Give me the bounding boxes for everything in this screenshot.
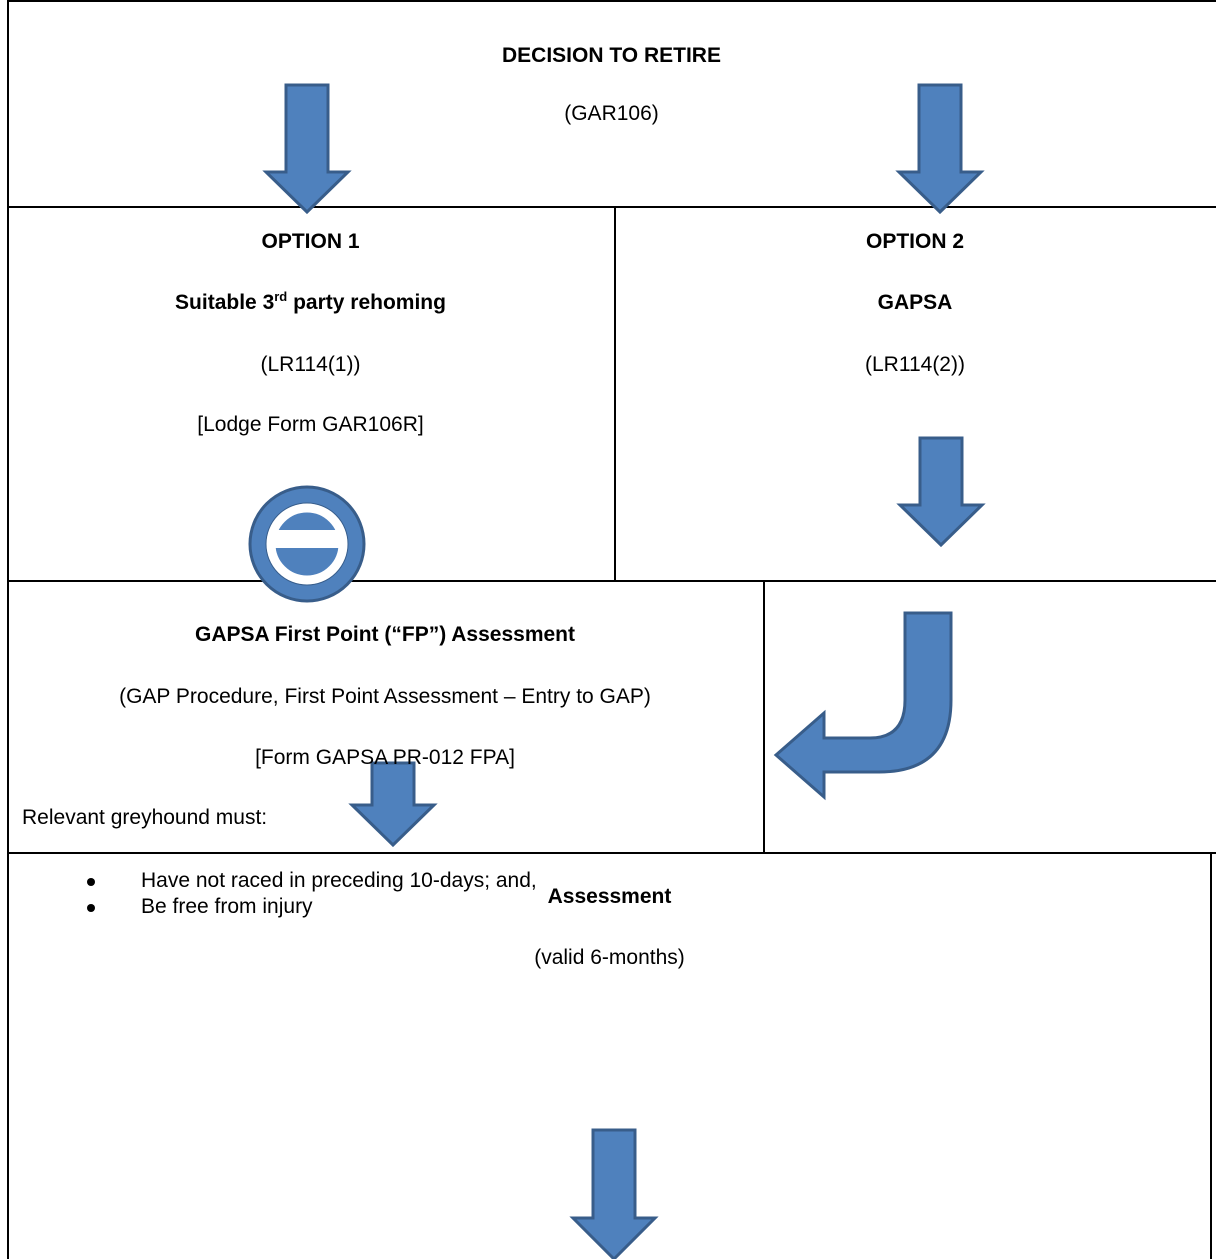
border-row3 bbox=[7, 852, 1216, 854]
fp-form: [Form GAPSA PR-012 FPA] bbox=[255, 746, 515, 769]
assessment-title: Assessment bbox=[547, 885, 672, 908]
option1-form: [Lodge Form GAR106R] bbox=[197, 413, 424, 436]
fp-bullet-list: Have not raced in preceding 10-days; and… bbox=[87, 868, 537, 920]
border-option-divider bbox=[614, 206, 616, 582]
border-top bbox=[7, 0, 1216, 2]
border-fp-divider bbox=[763, 580, 765, 854]
fp-title: GAPSA First Point (“FP”) Assessment bbox=[194, 623, 575, 646]
arrow-down-assessment-icon bbox=[569, 1128, 659, 1259]
arrow-down-left-icon bbox=[262, 83, 352, 215]
border-left bbox=[7, 0, 9, 1259]
fp-intro: Relevant greyhound must: bbox=[22, 806, 268, 829]
arrow-turn-left-icon bbox=[773, 611, 953, 801]
border-row1 bbox=[7, 206, 1216, 208]
border-row2 bbox=[7, 580, 1216, 582]
assessment-validity: (valid 6-months) bbox=[534, 946, 685, 969]
arrow-down-right-icon bbox=[895, 83, 985, 215]
option1-heading: OPTION 1 bbox=[261, 230, 360, 253]
option2-title: GAPSA bbox=[877, 291, 953, 314]
arrow-down-fp-icon bbox=[348, 761, 438, 848]
option1-title: Suitable 3rd party rehoming bbox=[175, 289, 446, 314]
header-title: DECISION TO RETIRE bbox=[502, 44, 721, 67]
option1-title-superscript: rd bbox=[274, 289, 288, 304]
list-item: Be free from injury bbox=[87, 894, 537, 920]
arrow-down-option2-icon bbox=[896, 436, 986, 548]
fp-procedure: (GAP Procedure, First Point Assessment –… bbox=[119, 685, 651, 708]
option1-ref: (LR114(1)) bbox=[260, 353, 361, 376]
option2-heading: OPTION 2 bbox=[865, 230, 965, 253]
list-item: Have not raced in preceding 10-days; and… bbox=[87, 868, 537, 894]
border-right-bottom bbox=[1210, 852, 1212, 1259]
header-ref: (GAR106) bbox=[564, 102, 659, 125]
option2-ref: (LR114(2)) bbox=[865, 353, 965, 376]
